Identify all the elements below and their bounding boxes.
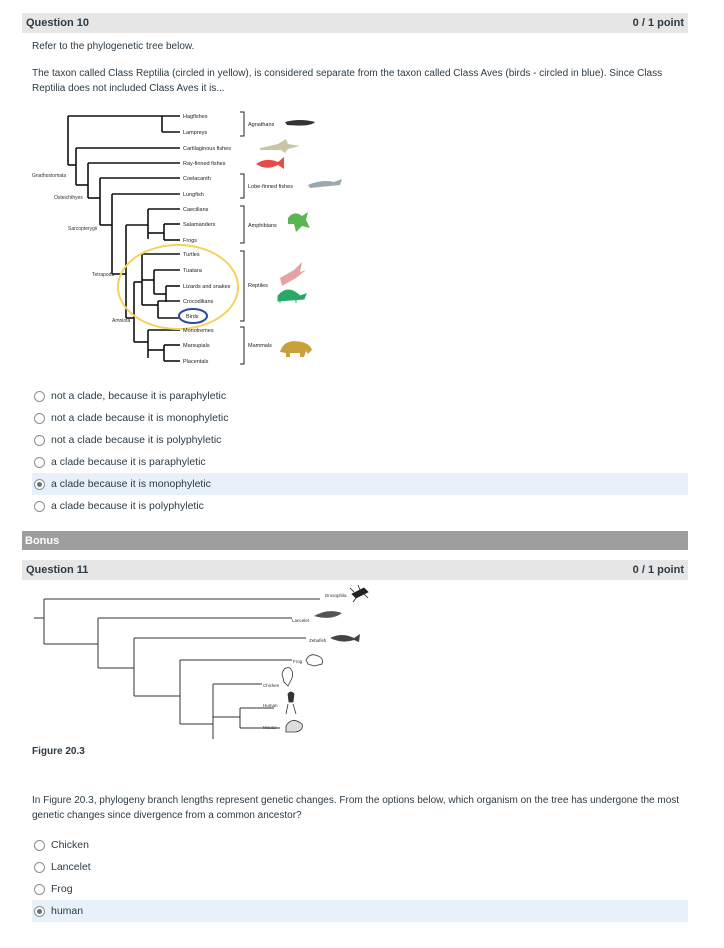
- radio-button[interactable]: [34, 390, 45, 402]
- reptilia-circle: [117, 244, 239, 330]
- lobe-finned-fish-icon: [308, 179, 342, 188]
- answer-option[interactable]: Chicken: [32, 834, 688, 856]
- answer-option[interactable]: Frog: [32, 878, 688, 900]
- lamprey-icon: [285, 120, 315, 126]
- taxon-label: Marsupials: [183, 343, 210, 349]
- answer-option[interactable]: not a clade because it is polyphyletic: [32, 429, 688, 451]
- taxon-label: Tuatara: [183, 268, 203, 274]
- answer-option[interactable]: Lancelet: [32, 856, 688, 878]
- answer-option[interactable]: not a clade, because it is paraphyletic: [32, 385, 688, 407]
- question-prompt: The taxon called Class Reptilia (circled…: [32, 68, 663, 94]
- radio-button-selected[interactable]: [34, 905, 45, 917]
- phylogeny-figure-20-3: Drosophila Lancelet Zebafish Frog Chicke…: [34, 584, 369, 739]
- taxon-label: Salamanders: [183, 222, 216, 228]
- answer-label: not a clade, because it is paraphyletic: [51, 390, 227, 402]
- taxon-label: Placentals: [183, 359, 209, 365]
- taxon-label: Frog: [293, 659, 303, 664]
- taxon-label: Lungfish: [183, 192, 204, 198]
- group-label: Amphibians: [248, 223, 277, 229]
- bonus-label: Bonus: [25, 534, 60, 547]
- question-prompt: In Figure 20.3, phylogeny branch lengths…: [32, 795, 680, 821]
- group-label: Agnathans: [248, 122, 275, 128]
- radio-button[interactable]: [34, 839, 45, 851]
- taxon-label: Frogs: [183, 238, 197, 244]
- taxon-label: Cartilaginous fishes: [183, 146, 231, 152]
- answer-label: not a clade because it is monophyletic: [51, 412, 229, 424]
- radio-button[interactable]: [34, 500, 45, 512]
- phylogenetic-tree-figure: Hagfishes Lampreys Cartilaginous fishes …: [32, 111, 342, 365]
- question-intro: Refer to the phylogenetic tree below.: [32, 41, 195, 52]
- taxon-label: Mouse: [263, 725, 277, 730]
- group-label: Lobe-finned fishes: [248, 184, 293, 190]
- mouse-icon: [285, 720, 303, 733]
- answer-label: a clade because it is polyphyletic: [51, 500, 204, 512]
- node-label: Gnathostomata: [32, 173, 66, 179]
- node-label: Tetrapoda: [92, 272, 114, 278]
- fish-icon: [256, 157, 284, 169]
- chicken-icon: [281, 667, 294, 687]
- answer-list: not a clade, because it is paraphyletic …: [32, 385, 688, 517]
- answer-label: Lancelet: [51, 861, 91, 873]
- answer-label: a clade because it is paraphyletic: [51, 456, 206, 468]
- answer-option-selected[interactable]: a clade because it is monophyletic: [32, 473, 688, 495]
- question-points: 0 / 1 point: [632, 564, 684, 576]
- taxon-label: Human: [263, 703, 278, 708]
- radio-button-selected[interactable]: [34, 478, 45, 490]
- taxon-label: Crocodilians: [183, 299, 214, 305]
- question-title: Question 11: [26, 564, 89, 576]
- taxon-label: Coelacanth: [183, 176, 211, 182]
- bird-icon: [280, 262, 306, 286]
- aves-circle: [178, 308, 208, 324]
- taxon-label: Lampreys: [183, 130, 207, 136]
- question-10-header: Question 10 0 / 1 point: [22, 13, 688, 33]
- radio-button[interactable]: [34, 861, 45, 873]
- answer-list: Chicken Lancelet Frog human: [32, 834, 688, 922]
- taxon-label: Birds: [186, 314, 199, 320]
- radio-button[interactable]: [34, 883, 45, 895]
- answer-label: not a clade because it is polyphyletic: [51, 434, 222, 446]
- node-label: Osteichthyes: [54, 195, 83, 201]
- bonus-section-header: Bonus: [22, 531, 688, 550]
- mammal-icon: [280, 341, 312, 357]
- answer-option[interactable]: a clade because it is polyphyletic: [32, 495, 688, 517]
- question-points: 0 / 1 point: [632, 17, 684, 29]
- taxon-label: Ray-finned fishes: [183, 161, 226, 167]
- question-title: Question 10: [26, 17, 89, 29]
- taxon-label: Lancelet: [292, 618, 310, 623]
- answer-label: Frog: [51, 883, 73, 895]
- shark-icon: [260, 139, 300, 153]
- taxon-label: Chicken: [263, 683, 280, 688]
- answer-label: Chicken: [51, 839, 89, 851]
- taxon-label: Drosophila: [325, 593, 347, 598]
- answer-label: a clade because it is monophyletic: [51, 478, 211, 490]
- taxon-label: Hagfishes: [183, 114, 208, 120]
- taxon-label: Turtles: [183, 252, 200, 258]
- radio-button[interactable]: [34, 434, 45, 446]
- answer-option[interactable]: not a clade because it is monophyletic: [32, 407, 688, 429]
- frog-icon: [288, 212, 310, 232]
- zebrafish-icon: [330, 634, 360, 642]
- taxon-label: Zebafish: [309, 638, 327, 643]
- taxon-label: Caecilians: [183, 207, 209, 213]
- group-label: Mammals: [248, 343, 272, 349]
- question-11-header: Question 11 0 / 1 point: [22, 560, 688, 580]
- taxon-label: Monotremes: [183, 328, 214, 334]
- answer-label: human: [51, 905, 84, 917]
- group-label: Reptiles: [248, 283, 268, 289]
- figure-caption: Figure 20.3: [32, 746, 85, 757]
- lancelet-icon: [314, 611, 342, 618]
- taxon-label: Lizards and snakes: [183, 284, 231, 290]
- radio-button[interactable]: [34, 456, 45, 468]
- human-icon: [285, 691, 297, 715]
- node-label: Sarcopterygii: [68, 226, 97, 232]
- node-label: Amniota: [112, 318, 131, 324]
- answer-option[interactable]: a clade because it is paraphyletic: [32, 451, 688, 473]
- radio-button[interactable]: [34, 412, 45, 424]
- drosophila-icon: [349, 584, 369, 603]
- turtle-icon: [277, 289, 307, 303]
- frog-icon: [305, 654, 323, 667]
- answer-option-selected[interactable]: human: [32, 900, 688, 922]
